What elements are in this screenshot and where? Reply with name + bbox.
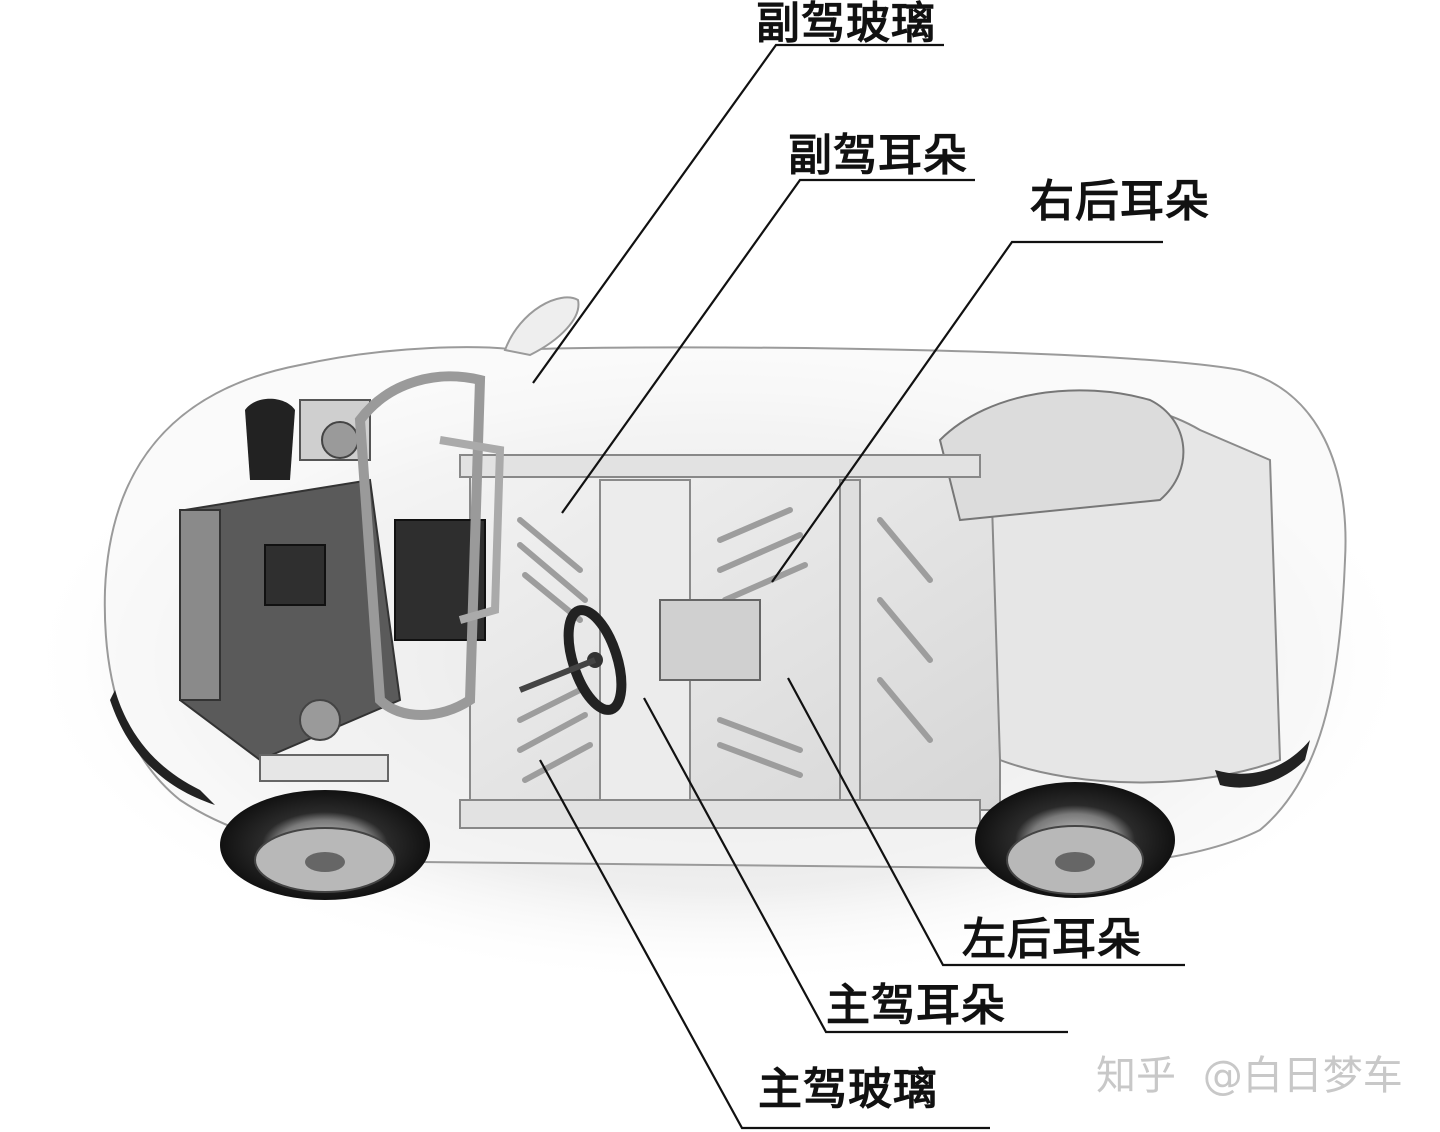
- rear-wheel: [975, 782, 1175, 898]
- watermark: 知乎 @白日梦车: [1096, 1056, 1403, 1096]
- callout-fu-jia-boli: 副驾玻璃: [756, 0, 936, 49]
- taillight: [1215, 740, 1310, 788]
- floor-ribs: [517, 507, 933, 783]
- leader-zhu-jia-boli: [539, 759, 990, 1130]
- leader-zhu-jia-erduo: [643, 697, 1068, 1034]
- front-wheel: [220, 790, 430, 900]
- front-shock-bottom: [299, 699, 341, 741]
- front-bumper-beam: [259, 754, 389, 782]
- leader-lines: [532, 43, 1185, 1130]
- front-tire-top: [245, 398, 295, 480]
- side-mirror: [503, 296, 580, 357]
- callout-zhu-jia-erduo: 主驾耳朵: [826, 980, 1006, 1031]
- dash-beam: [439, 436, 505, 624]
- leader-zuo-hou-erduo: [787, 677, 1185, 967]
- callout-fu-jia-erduo: 副驾耳朵: [788, 130, 968, 181]
- battery-box: [264, 544, 326, 606]
- steering-column: [518, 657, 597, 693]
- top-sill: [459, 454, 981, 478]
- rear-shock-tower: [938, 389, 1185, 522]
- radiator: [179, 509, 221, 701]
- center-module: [659, 599, 761, 681]
- callout-zhu-jia-boli: 主驾玻璃: [758, 1064, 938, 1115]
- callout-zuo-hou-erduo: 左后耳朵: [962, 914, 1142, 965]
- front-shock-top: [321, 421, 359, 459]
- leader-fu-jia-boli: [532, 43, 944, 384]
- watermark-platform: 知乎: [1096, 1053, 1176, 1099]
- leader-fu-jia-erduo: [561, 178, 975, 514]
- leader-you-hou-erduo: [771, 240, 1163, 583]
- cross-member: [839, 479, 861, 811]
- callout-you-hou-erduo: 右后耳朵: [1030, 176, 1210, 227]
- side-sill: [459, 799, 981, 829]
- watermark-author: @白日梦车: [1202, 1053, 1403, 1099]
- a-pillar-frame: [354, 371, 486, 720]
